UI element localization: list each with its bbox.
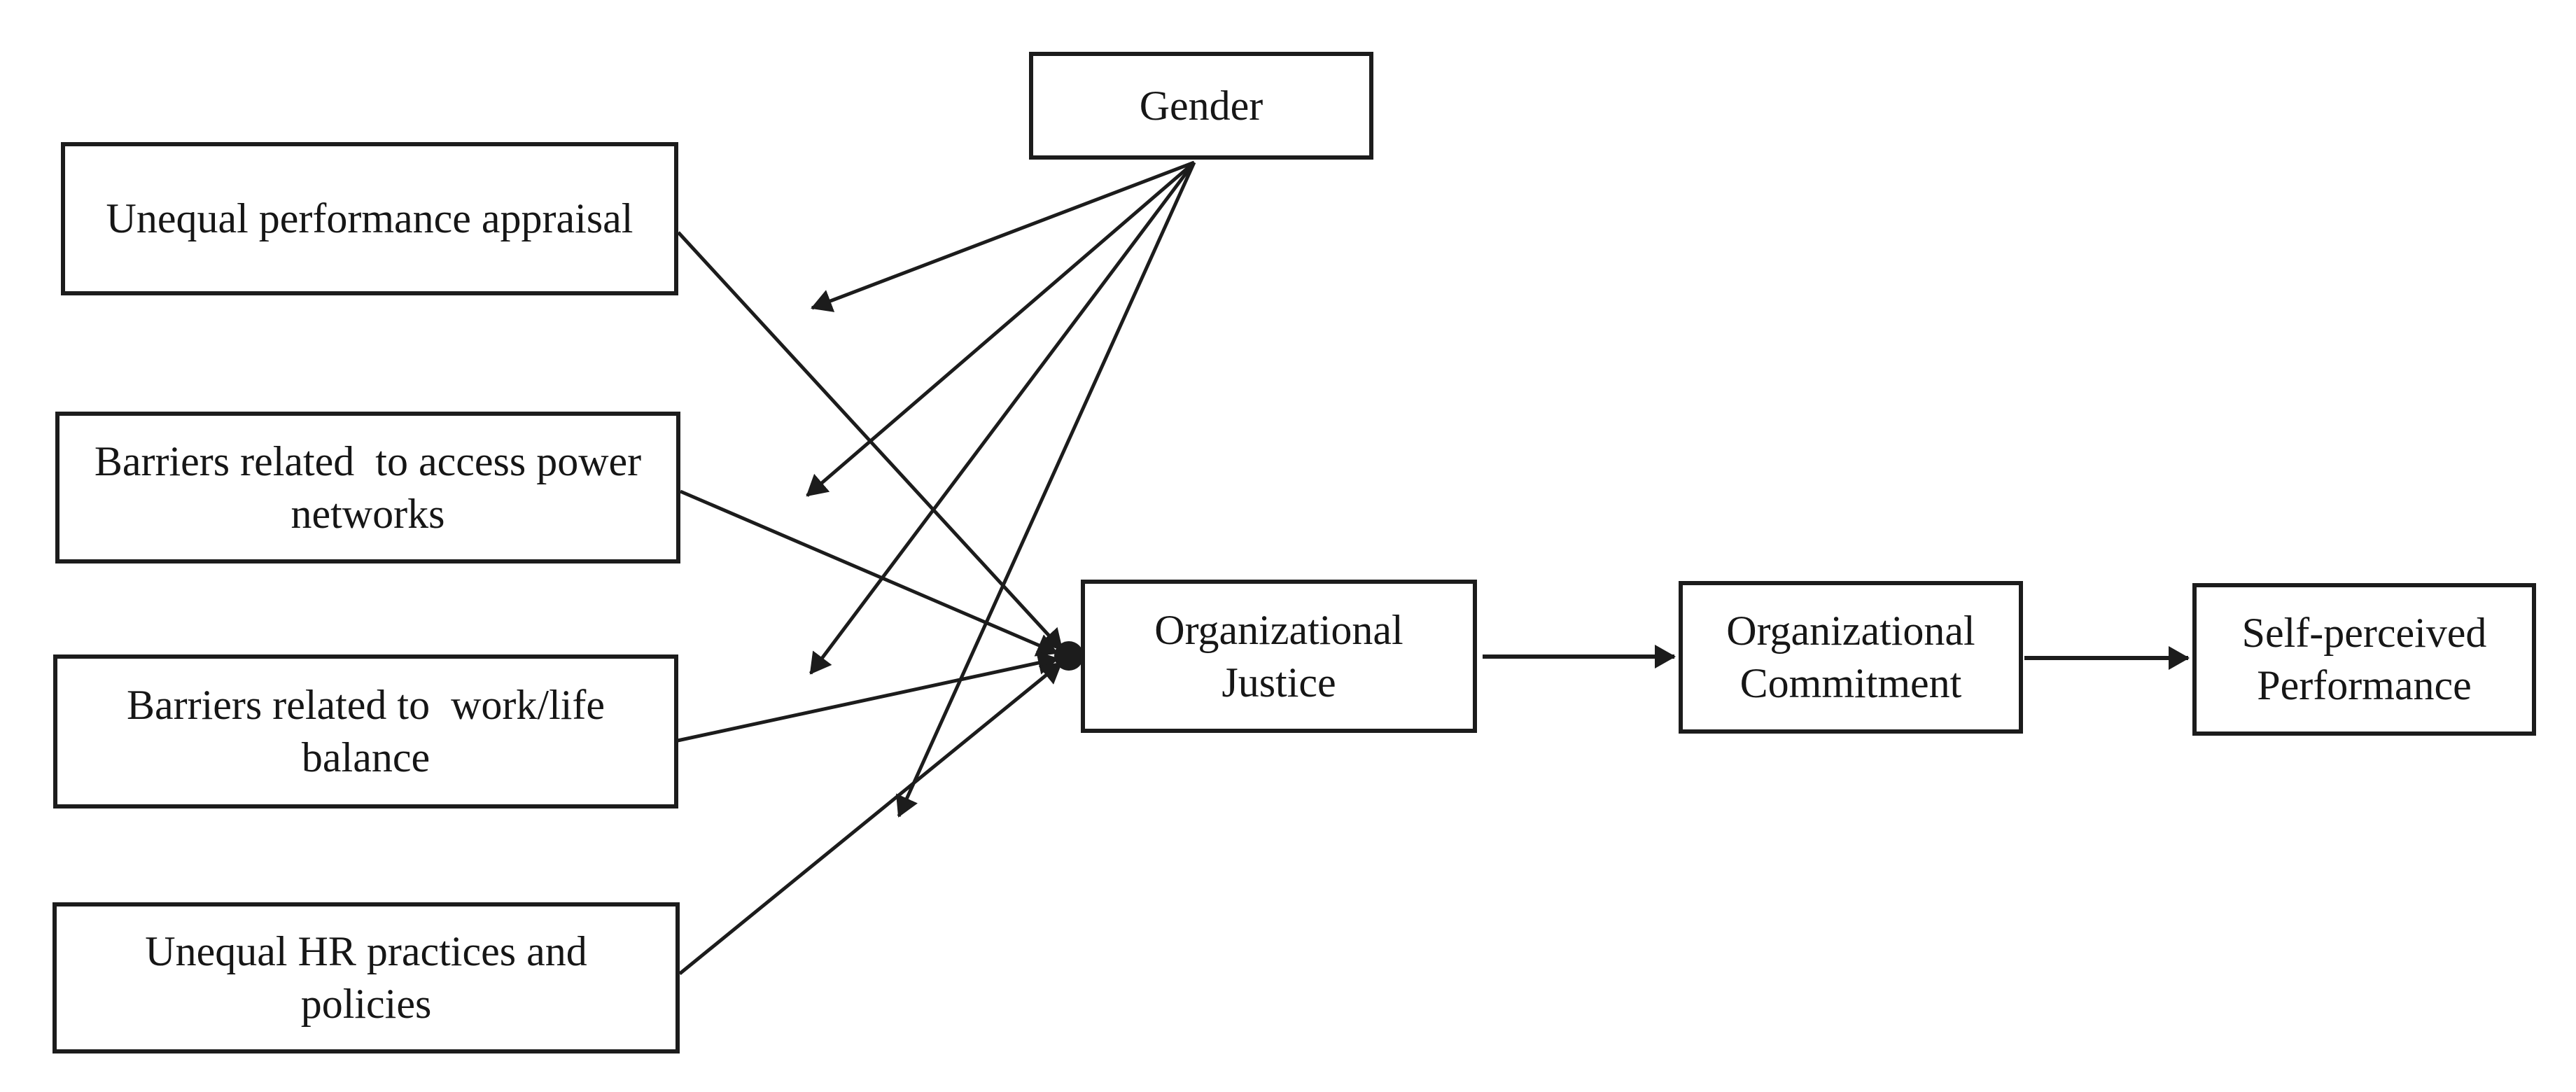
node-barriers-work-life-balance-label: Barriers related to work/life balance — [126, 682, 606, 780]
node-self-perceived-performance: Self-perceived Performance — [2192, 583, 2536, 736]
node-organizational-justice-label: Organizational Justice — [1154, 606, 1404, 706]
node-barriers-access-power-networks: Barriers related to access power network… — [55, 412, 680, 564]
node-barriers-work-life-balance: Barriers related to work/life balance — [53, 654, 678, 808]
node-organizational-commitment-label: Organizational Commitment — [1726, 608, 1975, 706]
node-unequal-performance-appraisal-label: Unequal performance appraisal — [106, 195, 634, 241]
node-gender-label: Gender — [1139, 82, 1264, 129]
arrow-barriers-access-power-to-oj — [680, 489, 1058, 657]
node-gender: Gender — [1029, 52, 1373, 160]
node-organizational-commitment: Organizational Commitment — [1679, 581, 2023, 734]
node-unequal-performance-appraisal: Unequal performance appraisal — [61, 142, 678, 295]
node-self-perceived-performance-label: Self-perceived Performance — [2241, 610, 2487, 708]
arrow-gender-moderation-path2 — [806, 161, 1196, 497]
arrow-unequal-hr-practices-to-oj — [678, 662, 1063, 975]
node-unequal-hr-practices-label: Unequal HR practices and policies — [145, 928, 587, 1027]
arrow-gender-moderation-path4 — [896, 161, 1196, 818]
arrow-convergence-blob — [1054, 641, 1084, 671]
node-unequal-hr-practices: Unequal HR practices and policies — [52, 902, 680, 1054]
arrow-barriers-work-life-to-oj — [677, 651, 1059, 743]
arrow-gender-moderation-path3 — [809, 161, 1196, 675]
arrow-gender-moderation-path1 — [811, 160, 1195, 312]
node-barriers-access-power-networks-label: Barriers related to access power network… — [94, 438, 642, 537]
node-organizational-justice: Organizational Justice — [1081, 580, 1477, 733]
